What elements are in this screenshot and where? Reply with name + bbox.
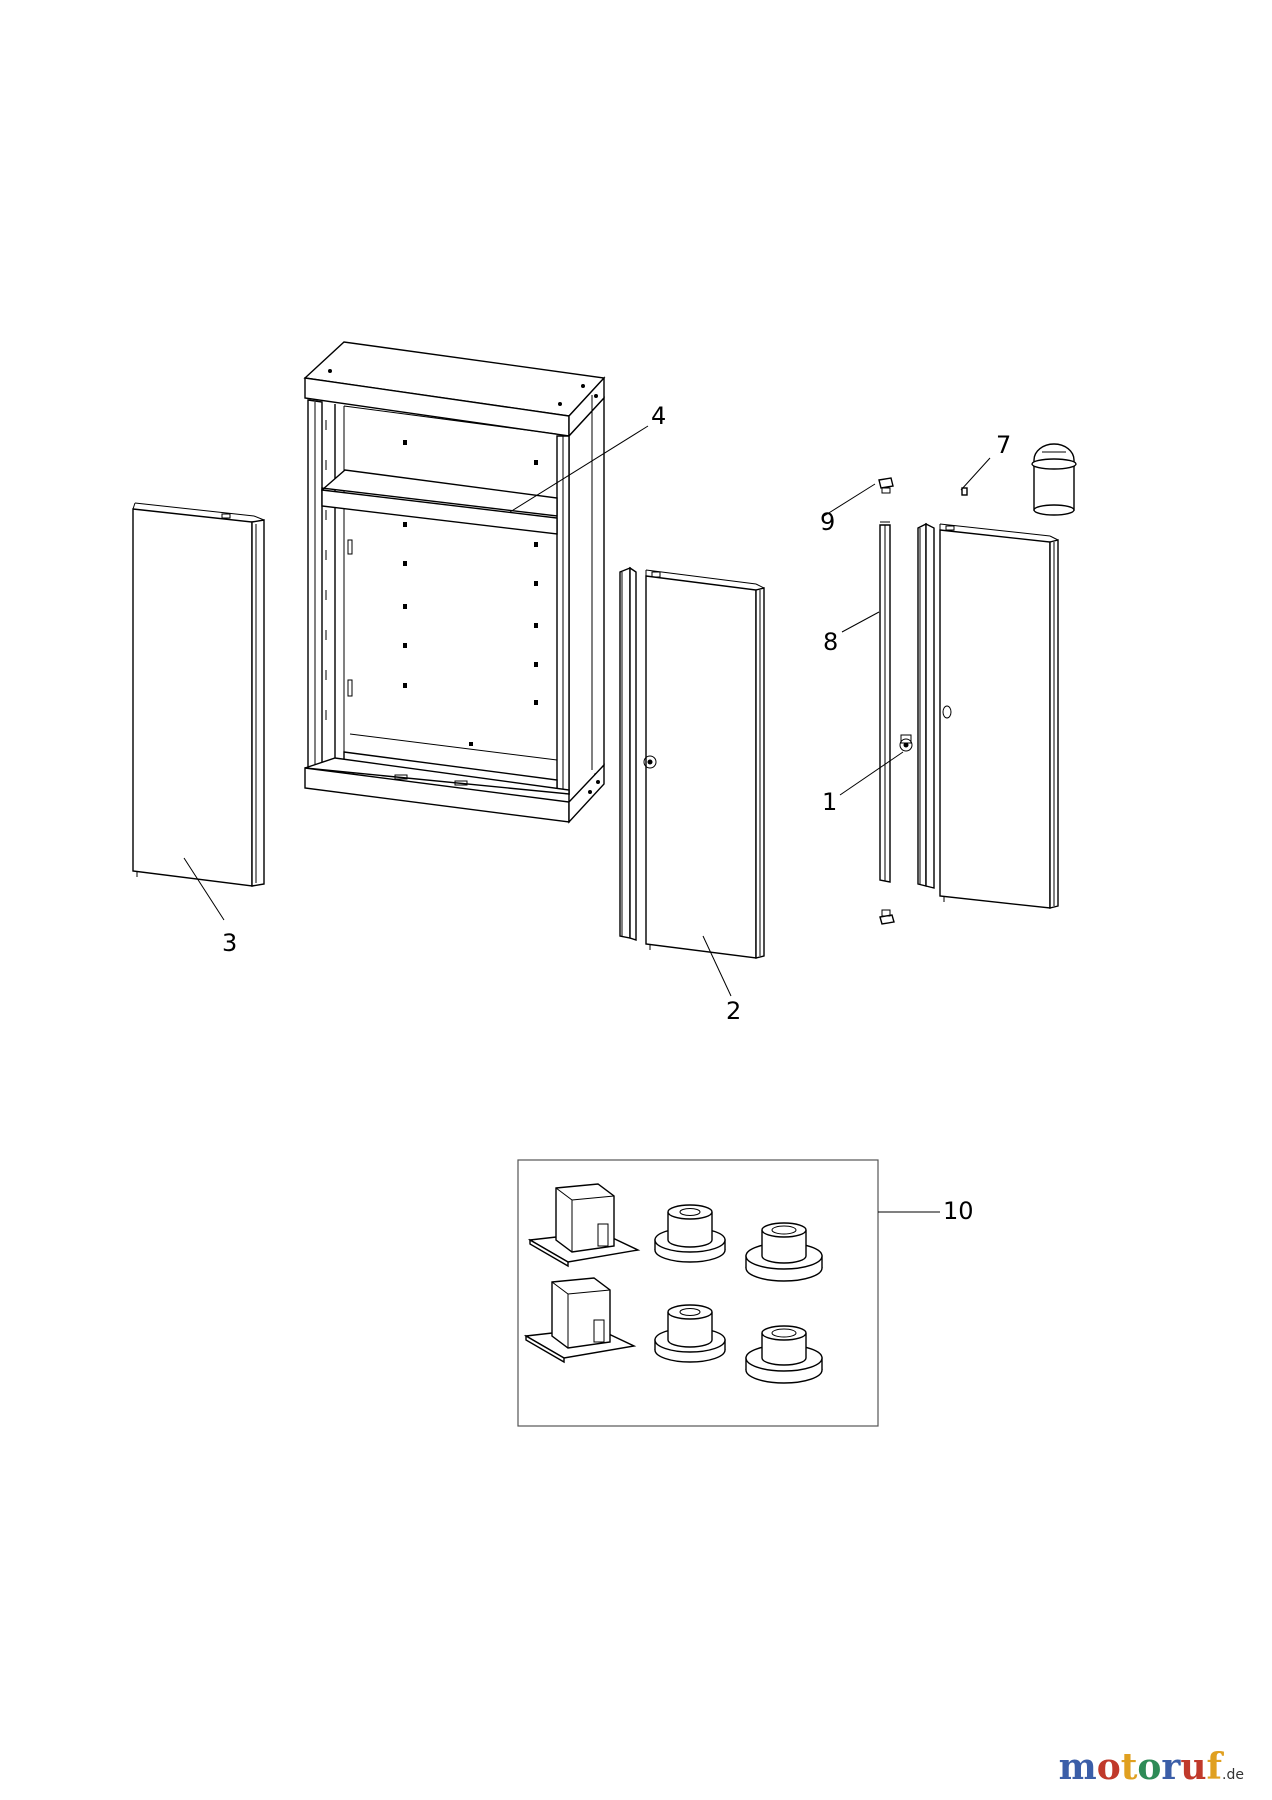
post-slots [325,420,353,720]
logo-letter: r [1161,1746,1181,1788]
side-panel-part-3 [132,502,265,887]
callout-4: 4 [651,402,666,430]
logo-letter: m [1058,1746,1097,1788]
lock-cylinder [1031,443,1077,516]
bushing [745,1222,823,1282]
logo-letter: o [1096,1746,1121,1788]
logo-letter: o [1137,1746,1162,1788]
pin-part-7 [961,487,968,496]
accessory-kit-part-10 [517,1159,879,1427]
door-right [917,522,1059,909]
leader-lines [183,425,991,1213]
bushing [654,1304,726,1363]
bushing [745,1325,823,1384]
leveling-foot [523,1277,637,1364]
callout-labels: 1 2 3 4 7 8 9 10 [222,402,1011,1225]
logo-letter: f [1206,1746,1223,1788]
callout-10: 10 [943,1197,974,1225]
callout-2: 2 [726,997,741,1025]
logo-suffix: .de [1222,1767,1244,1783]
back-panel-holes [403,440,538,746]
door-part-2 [619,566,765,959]
latch-part-9 [878,477,894,494]
callout-7: 7 [996,431,1011,459]
cabinet-body [303,341,606,824]
leveling-foot [527,1183,641,1268]
logo-letter: u [1180,1746,1207,1788]
callout-9: 9 [820,508,835,536]
bushing [654,1204,726,1263]
bottom-latch [879,909,895,925]
callout-8: 8 [823,628,838,656]
brand-logo: motoruf.de [1059,1746,1244,1788]
lock-bar-part-8 [879,521,913,883]
logo-letter: t [1120,1746,1138,1788]
callout-1: 1 [822,788,837,816]
logo-text: motoruf [1059,1746,1222,1788]
callout-3: 3 [222,929,237,957]
